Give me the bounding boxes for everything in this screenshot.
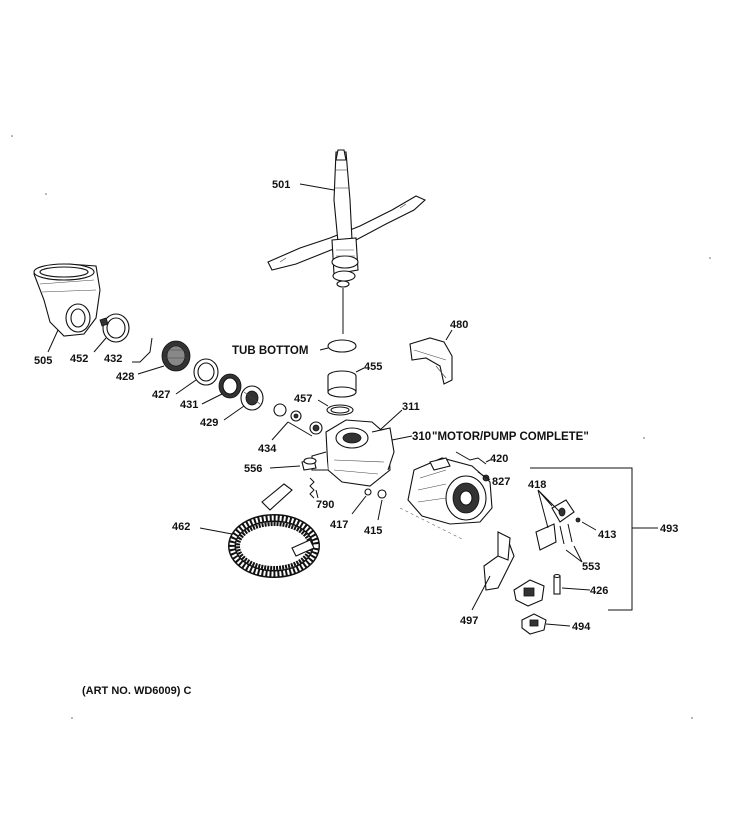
part-413 [575,517,581,523]
label-493: 493 [660,523,678,535]
label-431: 431 [180,399,198,411]
motor [407,457,493,525]
label-413: 413 [598,529,616,541]
label-480: 480 [450,319,468,331]
part-494 [521,613,547,635]
group-bracket-493 [530,467,633,611]
parts-434 [273,403,323,435]
callout-310-number: 310 [412,431,431,443]
spring-790 [309,477,315,499]
tub-bottom-callout: TUB BOTTOM [232,345,308,357]
part-455 [327,370,357,398]
part-457 [326,404,354,416]
art-number: (ART NO. WD6009) C [82,685,191,697]
label-494: 494 [572,621,591,633]
part-426 [553,573,561,595]
label-426: 426 [590,585,608,597]
label-553: 553 [582,561,600,573]
label-497: 497 [460,615,478,627]
label-501: 501 [272,179,290,191]
label-418: 418 [528,479,546,491]
label-427: 427 [152,389,170,401]
filter-housing-505 [33,263,101,337]
label-432: 432 [104,353,122,365]
part-415 [377,489,387,499]
label-790: 790 [316,499,334,511]
impeller-429 [240,385,264,411]
label-455: 455 [364,361,382,373]
label-457: 457 [294,393,312,405]
clamp-452 [99,313,130,343]
label-428: 428 [116,371,134,383]
label-311: 311 [402,401,420,413]
label-417: 417 [330,519,348,531]
drain-hose-462 [228,483,320,578]
spray-arm-501 [267,149,426,334]
part-418 [535,499,575,551]
tub-bottom-seal [327,339,357,353]
callout-motor-pump-complete: "MOTOR/PUMP COMPLETE" [432,431,589,443]
label-415: 415 [364,525,382,537]
part-556 [301,457,317,471]
label-505: 505 [34,355,52,367]
part-417 [364,488,372,496]
label-420: 420 [490,453,508,465]
label-556: 556 [244,463,262,475]
pump-housing-311 [311,419,395,487]
label-462: 462 [172,521,190,533]
duct-480 [409,337,453,385]
part-553 [559,523,573,545]
ring-427 [193,358,219,386]
label-452: 452 [70,353,88,365]
wire-432 [132,337,153,363]
screen-428 [161,340,191,372]
seal-431 [218,373,242,399]
label-827: 827 [492,476,510,488]
wire-420 [455,451,487,465]
bracket-497 [483,531,545,607]
label-434: 434 [258,443,277,455]
label-429: 429 [200,417,218,429]
